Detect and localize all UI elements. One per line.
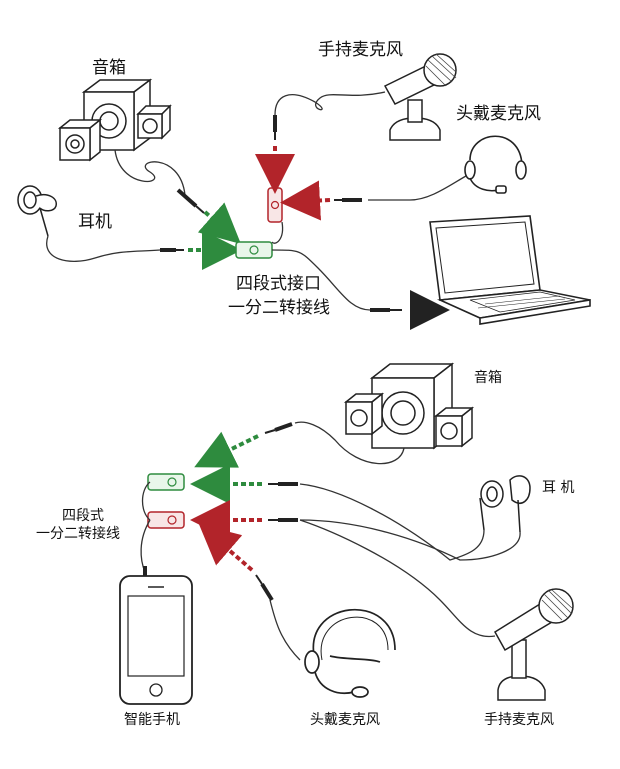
speaker-icon bbox=[57, 78, 172, 162]
arrow-icon bbox=[194, 431, 259, 468]
bottom-adapter-label-line2: 一分二转接线 bbox=[36, 526, 120, 542]
smartphone-icon bbox=[119, 575, 193, 705]
top-adapter-label-line2: 一分二转接线 bbox=[228, 298, 330, 318]
splitter-icon bbox=[235, 187, 283, 259]
audio-plug-icon bbox=[255, 574, 274, 602]
handheld-mic-icon bbox=[383, 53, 457, 141]
arrow-icon bbox=[197, 202, 241, 244]
laptop-icon bbox=[429, 215, 591, 325]
earphone-icon bbox=[479, 475, 531, 533]
audio-plug-icon bbox=[176, 188, 205, 214]
arrow-icon bbox=[198, 524, 254, 572]
top-headset-mic-label: 头戴麦克风 bbox=[456, 104, 541, 124]
splitter-icon bbox=[147, 473, 185, 529]
bottom-earphone-label: 耳 机 bbox=[542, 480, 575, 496]
headset-mic-icon bbox=[304, 608, 396, 698]
top-handheld-mic-label: 手持麦克风 bbox=[318, 40, 403, 60]
arrow-icon bbox=[280, 180, 331, 221]
bottom-phone-label: 智能手机 bbox=[124, 712, 180, 728]
bottom-adapter-label-line1: 四段式 bbox=[62, 508, 104, 524]
bottom-speaker-label: 音箱 bbox=[474, 370, 502, 386]
headset-mic-icon bbox=[464, 135, 527, 194]
earphone-icon bbox=[17, 185, 57, 237]
handheld-mic-icon bbox=[493, 588, 574, 701]
speaker-icon bbox=[343, 362, 475, 450]
top-adapter-label-line1: 四段式接口 bbox=[236, 274, 321, 294]
bottom-handheld-mic-label: 手持麦克风 bbox=[484, 712, 554, 728]
bottom-headset-mic-label: 头戴麦克风 bbox=[310, 712, 380, 728]
top-speaker-label: 音箱 bbox=[92, 58, 126, 78]
top-earphone-label: 耳机 bbox=[78, 212, 112, 232]
audio-plug-icon bbox=[264, 422, 293, 434]
